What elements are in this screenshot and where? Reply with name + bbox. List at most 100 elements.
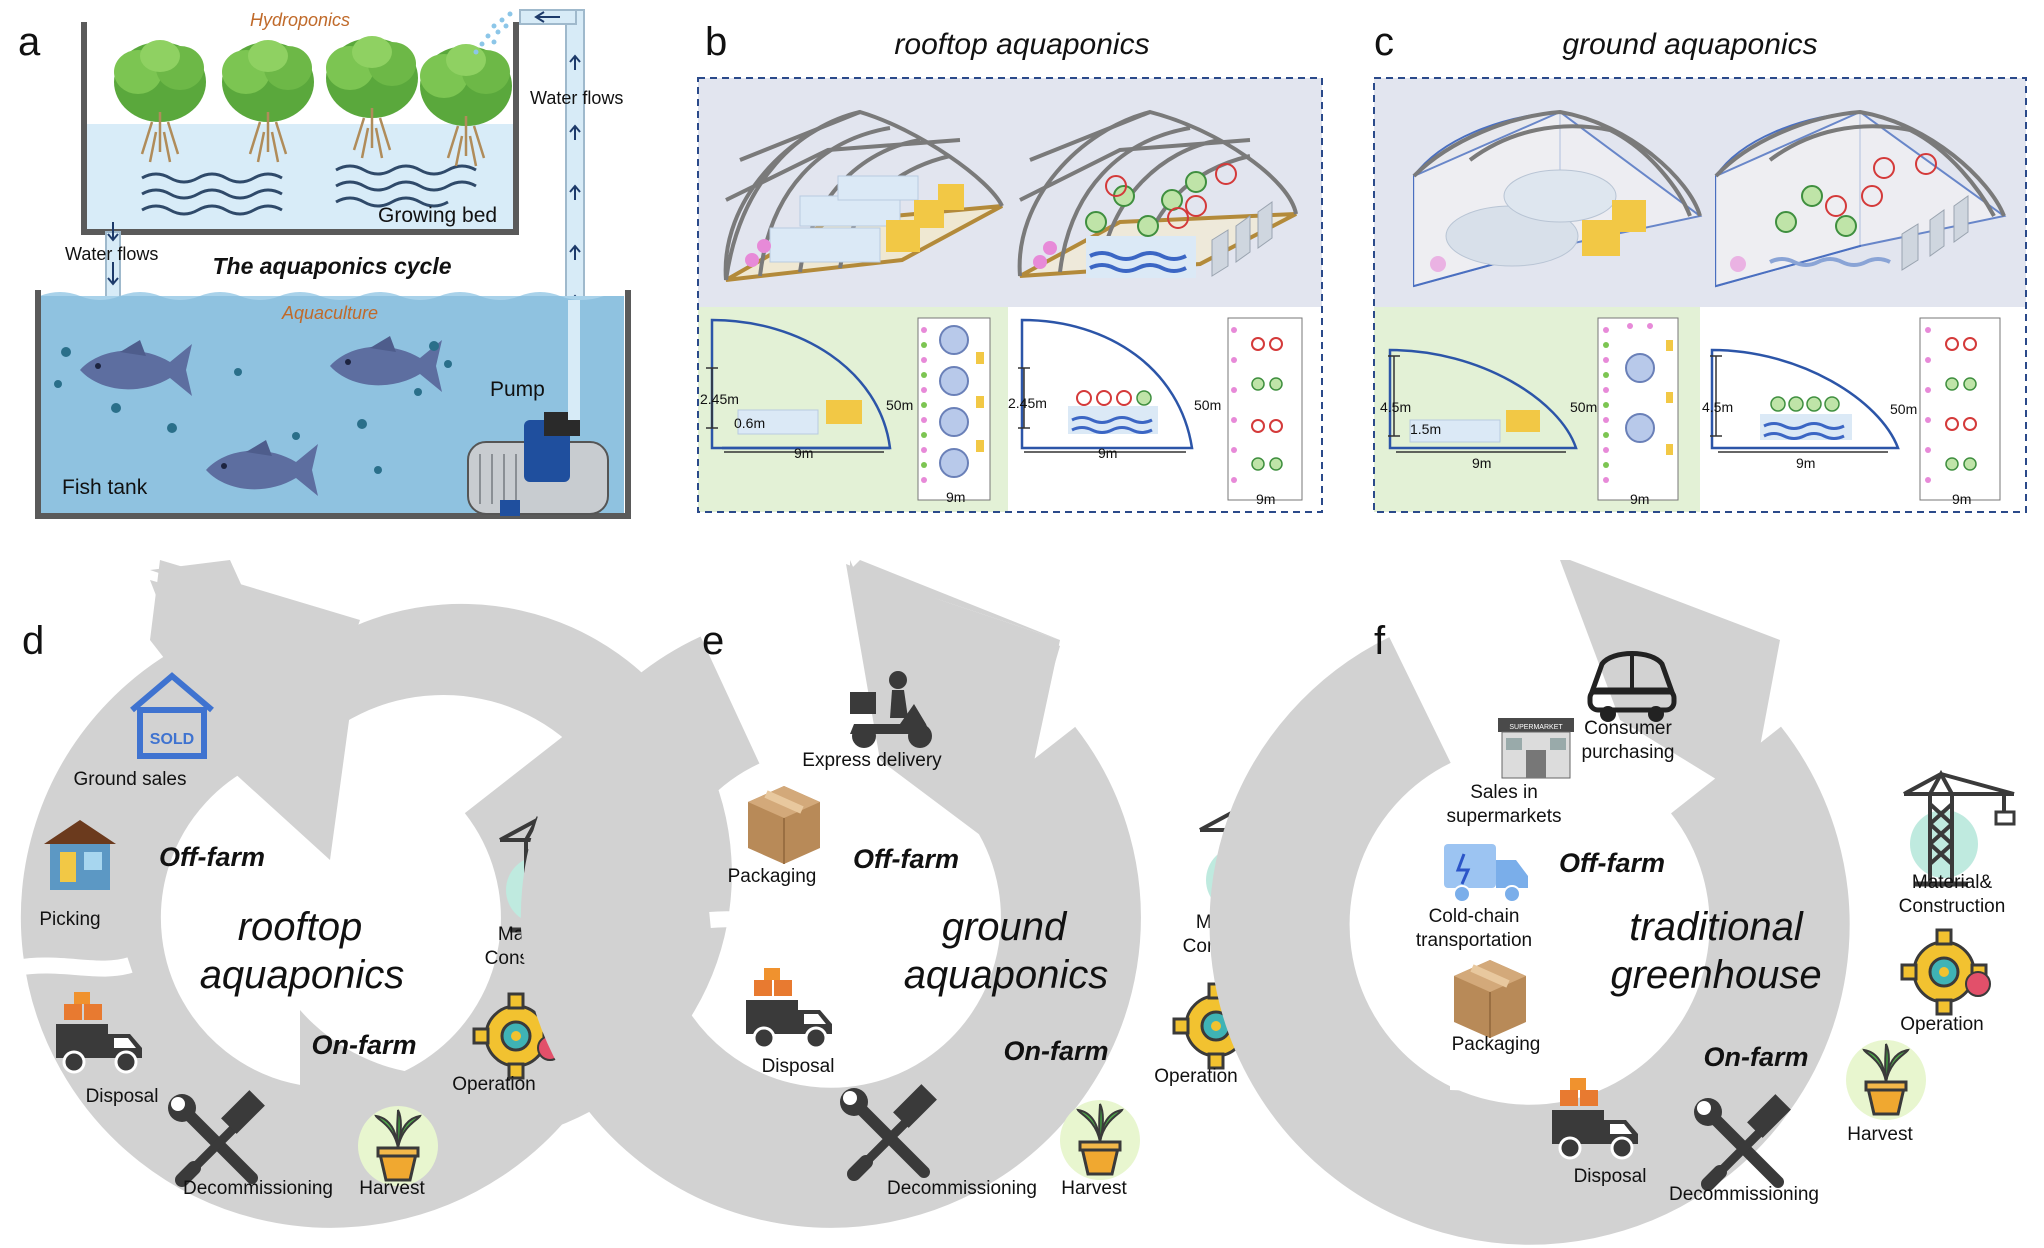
- greenhouse-structure: [1714, 109, 2007, 288]
- panel-a: a Hydroponics Growing bed Water flows Wa…: [18, 9, 631, 519]
- stage-label: Packaging: [1452, 1034, 1541, 1055]
- height-label: 2.45m: [700, 391, 739, 407]
- panel-f: SUPERMARKET f Consumer purchasing Sales …: [1209, 560, 2014, 1245]
- hydroponics-label: Hydroponics: [250, 10, 350, 30]
- stage-label: Operation: [1154, 1066, 1237, 1087]
- growing-bed-water: [86, 124, 514, 230]
- stage-label: Construction: [1899, 896, 2006, 917]
- greenhouse-structure: [1412, 109, 1703, 288]
- stage-label: purchasing: [1582, 742, 1675, 763]
- stage-label: Sales in: [1470, 782, 1538, 803]
- length-label: 50m: [886, 397, 913, 413]
- center-title: rooftop: [238, 905, 363, 949]
- panel-b-title: rooftop aquaponics: [894, 28, 1149, 61]
- growing-bed-container: [81, 22, 519, 235]
- sold-sign: SOLD: [150, 731, 194, 748]
- panel-c: c ground aquaponics 4.5m 1.5m 9m 50m 9m …: [1373, 20, 2027, 513]
- center-title: aquaponics: [904, 953, 1109, 997]
- panel-b-frame: [697, 77, 1323, 513]
- pump-icon: [467, 300, 609, 516]
- panel-letter: a: [18, 20, 41, 64]
- water-flows-label: Water flows: [65, 244, 158, 264]
- off-farm-label: Off-farm: [853, 844, 959, 874]
- store-sign: SUPERMARKET: [1509, 724, 1563, 731]
- panel-letter: c: [1374, 20, 1394, 64]
- cold-chain-truck-icon: [1444, 844, 1528, 903]
- length-label: 50m: [1194, 397, 1221, 413]
- bottom-width-label: 9m: [1256, 491, 1275, 507]
- bottom-width-label: 9m: [946, 489, 965, 505]
- delivery-scooter-icon: [850, 671, 932, 748]
- center-title: greenhouse: [1610, 953, 1821, 997]
- stage-label: Disposal: [762, 1056, 835, 1077]
- supermarket-icon: SUPERMARKET: [1498, 718, 1574, 779]
- growing-bed-label: Growing bed: [378, 204, 497, 227]
- section-plan: [1388, 348, 1900, 450]
- inner-height-label: 0.6m: [734, 415, 765, 431]
- greenhouse-structure: [1017, 109, 1298, 278]
- stage-label: Harvest: [1847, 1124, 1913, 1145]
- stage-label: Material&: [1912, 872, 1993, 893]
- on-farm-label: On-farm: [1003, 1036, 1108, 1066]
- stage-label: Cold-chain: [1429, 906, 1520, 927]
- panel-letter: b: [705, 20, 727, 64]
- sold-house-icon: SOLD: [130, 672, 214, 759]
- cycle-break: [1449, 1074, 1532, 1098]
- width-label: 9m: [1472, 455, 1491, 471]
- cycle-break: [14, 957, 133, 977]
- stage-label: Harvest: [359, 1178, 425, 1199]
- bed-waves: [141, 164, 477, 216]
- width-label: 9m: [1796, 455, 1815, 471]
- cycle-break: [709, 911, 838, 938]
- stage-label: Decommissioning: [887, 1178, 1037, 1199]
- height-label: 2.45m: [1008, 395, 1047, 411]
- stage-label: Ground sales: [73, 769, 186, 790]
- cycle-ring: [520, 636, 1141, 1228]
- aquaculture-label: Aquaculture: [281, 303, 378, 323]
- pump-label: Pump: [490, 378, 545, 401]
- stage-label: Decommissioning: [183, 1178, 333, 1199]
- panel-c-title: ground aquaponics: [1562, 28, 1817, 61]
- inner-height-label: 1.5m: [1410, 421, 1441, 437]
- section-plan: [710, 318, 1194, 450]
- bubbles: [54, 341, 452, 474]
- car-icon: [1587, 651, 1677, 722]
- water-spray: [473, 11, 513, 55]
- stage-label: Consumer: [1584, 718, 1672, 739]
- bottom-width-label: 9m: [1952, 491, 1971, 507]
- off-farm-label: Off-farm: [1559, 848, 1665, 878]
- stage-label: Express delivery: [802, 750, 942, 771]
- panel-b: b rooftop aquaponics 2.45m 0.6m 9m 50m 9…: [697, 20, 1323, 513]
- width-label: 9m: [794, 445, 813, 461]
- height-label: 4.5m: [1702, 399, 1733, 415]
- width-label: 9m: [1098, 445, 1117, 461]
- center-title: aquaponics: [200, 953, 405, 997]
- center-title: ground: [942, 905, 1068, 949]
- fish-tank-container: [35, 290, 631, 519]
- stage-label: Decommissioning: [1669, 1184, 1819, 1205]
- stage-label: transportation: [1416, 930, 1532, 951]
- stage-label: Operation: [1900, 1014, 1983, 1035]
- cycle-ring: [1209, 637, 1850, 1245]
- water-flows-label: Water flows: [530, 88, 623, 108]
- panel-letter: e: [702, 619, 724, 663]
- panel-letter: d: [22, 619, 44, 663]
- on-farm-label: On-farm: [1703, 1042, 1808, 1072]
- stage-label: Harvest: [1061, 1178, 1127, 1199]
- bottom-width-label: 9m: [1630, 491, 1649, 507]
- panel-letter: f: [1374, 619, 1386, 663]
- height-label: 4.5m: [1380, 399, 1411, 415]
- length-label: 50m: [1570, 399, 1597, 415]
- stage-label: Packaging: [728, 866, 817, 887]
- panel-c-frame: [1373, 77, 2027, 513]
- greenhouse-structure: [723, 109, 1004, 282]
- stage-label: Operation: [452, 1074, 535, 1095]
- stage-label: Disposal: [86, 1086, 159, 1107]
- length-label: 50m: [1890, 401, 1917, 417]
- picking-house-icon: [44, 820, 116, 890]
- on-farm-label: On-farm: [311, 1030, 416, 1060]
- off-farm-label: Off-farm: [159, 842, 265, 872]
- stage-label: Disposal: [1574, 1166, 1647, 1187]
- center-title: traditional: [1629, 905, 1804, 949]
